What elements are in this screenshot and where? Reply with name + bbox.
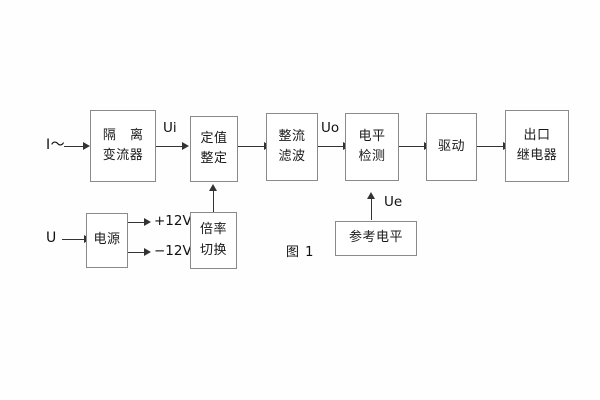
signal-label-ue: Ue [384,194,403,210]
block-setpoint-adjust-line1: 定值 [200,130,228,146]
block-setpoint-adjust[interactable]: 定值 整定 [190,116,238,182]
block-isolation-transformer[interactable]: 隔 离 变流器 [90,110,156,182]
block-reference-level[interactable]: 参考电平 [335,221,417,256]
connector-driver-to-outputrelay [477,146,504,147]
block-level-detect[interactable]: 电平 检测 [345,113,399,181]
block-reference-level-line1: 参考电平 [348,230,403,246]
block-setpoint-adjust-line2: 整定 [200,151,228,166]
block-power-supply-line1: 电源 [93,232,121,248]
block-level-detect-line2: 检测 [358,149,386,164]
rail-label-neg12v: −12V [154,243,192,259]
signal-label-ui: Ui [163,120,177,136]
arrowhead-reference-to-leveldetect [367,192,375,199]
block-driver-line1: 驱动 [437,138,465,154]
connector-current-to-isolation [64,146,84,147]
figure-caption: 图 1 [286,245,315,260]
block-driver[interactable]: 驱动 [426,113,477,181]
block-power-supply[interactable]: 电源 [86,213,128,268]
arrowhead-current-to-isolation [83,142,90,150]
connector-multiplier-to-setpoint [213,190,214,212]
block-multiplier-switch-line1: 倍率 [199,222,227,238]
connector-rail-pos12v [128,222,145,223]
connector-reference-to-leveldetect [371,198,372,220]
block-isolation-transformer-line1: 隔 离 [102,127,149,143]
block-output-relay-line1: 出口 [523,127,551,143]
input-label-voltage: U [46,230,57,246]
rail-label-pos12v: +12V [154,213,192,229]
block-level-detect-line1: 电平 [358,128,386,144]
arrowhead-isolation-to-setpoint [182,142,189,150]
connector-leveldetect-to-driver [399,146,425,147]
input-label-current: I～ [46,137,66,153]
block-rectify-filter[interactable]: 整流 滤波 [266,113,318,181]
arrowhead-rail-neg12v [144,248,151,256]
connector-isolation-to-setpoint [156,146,183,147]
signal-label-uo: Uo [321,120,340,136]
connector-rectify-to-leveldetect [318,146,344,147]
block-multiplier-switch[interactable]: 倍率 切换 [190,212,237,269]
block-isolation-transformer-line2: 变流器 [102,148,144,163]
block-output-relay[interactable]: 出口 继电器 [505,110,569,182]
arrowhead-rail-pos12v [144,218,151,226]
connector-voltage-to-powersupply [62,239,85,240]
block-output-relay-line2: 继电器 [516,148,558,163]
block-multiplier-switch-line2: 切换 [199,242,227,258]
connector-setpoint-to-rectify [238,146,265,147]
block-rectify-filter-line2: 滤波 [278,149,306,164]
block-rectify-filter-line1: 整流 [278,128,306,144]
arrowhead-multiplier-to-setpoint [209,184,217,191]
connector-rail-neg12v [128,252,145,253]
